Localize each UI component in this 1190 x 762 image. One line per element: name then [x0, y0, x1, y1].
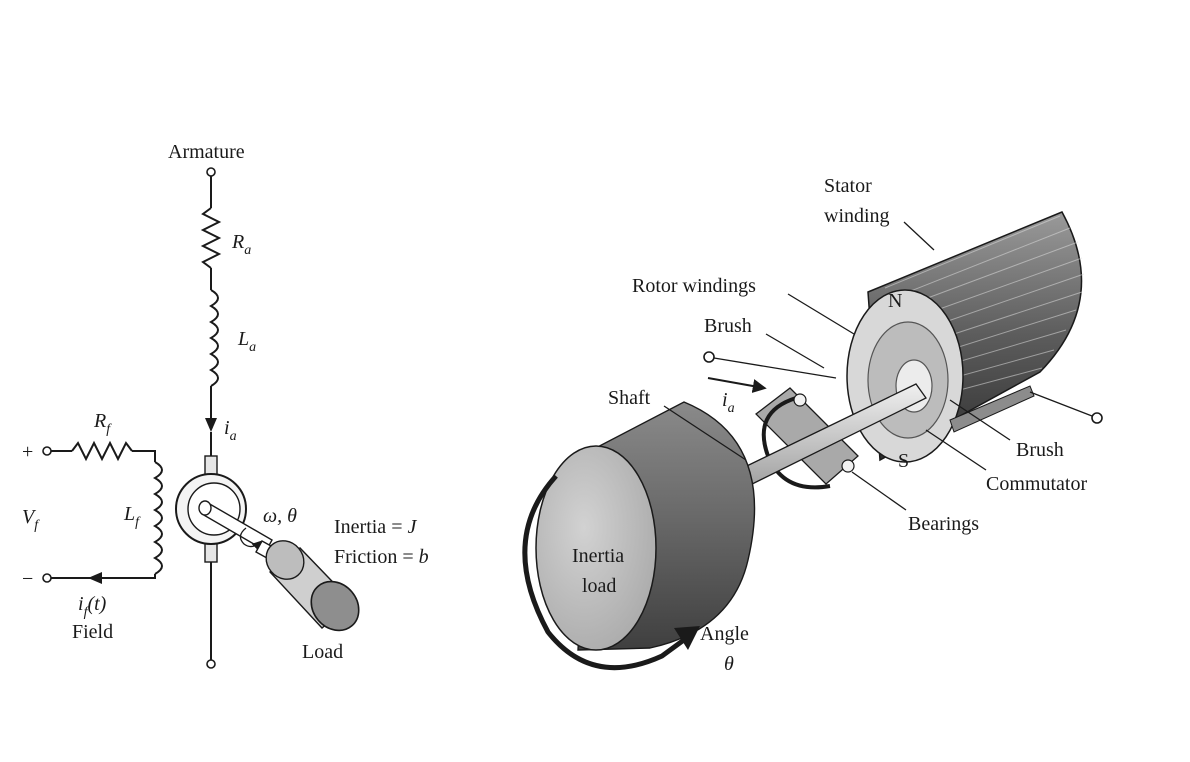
- stator-leader: [903, 221, 935, 251]
- shaft-label: Shaft: [608, 387, 651, 409]
- angle-rotation-arrow: [522, 474, 694, 671]
- load-cylinder: [255, 540, 360, 632]
- bearings-leader: [851, 471, 907, 511]
- terminal-right: [1091, 412, 1103, 424]
- bearing-plate: [755, 387, 859, 485]
- theta-label: θ: [724, 653, 734, 675]
- bearing-bolt-top: [793, 393, 807, 407]
- resistor-rf: [71, 440, 133, 462]
- field-wire-top-right: [132, 450, 156, 462]
- brush-plate-right: [949, 385, 1035, 433]
- inertia-label: Inertia = J: [334, 516, 417, 538]
- terminal-left-wire: [713, 357, 837, 379]
- inductor-lf: [152, 461, 163, 575]
- stator-label-line2: winding: [824, 205, 890, 227]
- inertia-load-line1: Inertia: [572, 545, 624, 567]
- stator: [846, 211, 1085, 463]
- ia-arrow: [205, 418, 217, 432]
- pole-n-label: N: [888, 290, 902, 312]
- pole-s-label: S: [898, 450, 909, 472]
- inductor-la: [208, 289, 219, 387]
- ia-label: ia: [224, 417, 237, 444]
- friction-label: Friction = b: [334, 546, 429, 568]
- if-arrow: [88, 572, 102, 584]
- brush-top-label: Brush: [704, 315, 752, 337]
- omega-theta-label: ω, θ: [263, 505, 297, 527]
- motor-illustration: N S Inertia load Angle θ ia: [522, 175, 1103, 675]
- rotor-leader: [787, 293, 855, 335]
- bearings-label: Bearings: [908, 513, 979, 535]
- bearing-bolt-bottom: [841, 459, 855, 473]
- commutator-leader: [925, 429, 987, 471]
- plus-sign: +: [22, 441, 33, 463]
- terminal-right-wire: [1029, 391, 1093, 417]
- shaft-leader: [663, 405, 747, 461]
- rotor-windings-label: Rotor windings: [632, 275, 756, 297]
- field-plus-terminal: [42, 446, 52, 456]
- armature-top-terminal: [206, 167, 216, 177]
- motor-symbol: [175, 455, 273, 563]
- field-minus-terminal: [42, 573, 52, 583]
- ia-motor-label: ia: [722, 389, 735, 416]
- motor-shaft-end: [198, 500, 212, 516]
- rotation-arrow: [239, 527, 262, 551]
- load-body-left: [265, 540, 305, 580]
- field-wire-bottom: [51, 574, 156, 579]
- rf-label: Rf: [93, 410, 112, 437]
- angle-arrow-head: [674, 626, 700, 650]
- brush-top-leader: [765, 333, 825, 369]
- minus-sign: −: [22, 568, 33, 590]
- ra-label: Ra: [231, 231, 251, 258]
- commutator-label: Commutator: [986, 473, 1087, 495]
- if-label: if(t): [78, 593, 107, 620]
- lf-label: Lf: [123, 503, 141, 530]
- inertia-load-face: [535, 445, 657, 651]
- inertia-load-line2: load: [582, 575, 616, 597]
- armature-bottom-terminal: [206, 659, 216, 669]
- load-label: Load: [302, 641, 343, 663]
- brush-right-label: Brush: [1016, 439, 1064, 461]
- vf-label: Vf: [22, 506, 40, 533]
- circuit-schematic: Armature Ra La ia ω, θ: [22, 141, 429, 669]
- inertia-load: [535, 401, 756, 651]
- resistor-ra: [200, 207, 222, 269]
- field-label: Field: [72, 621, 113, 643]
- load-face: [310, 580, 360, 632]
- stator-label-line1: Stator: [824, 175, 872, 197]
- terminal-left: [703, 351, 715, 363]
- ia-arrow-motor: [707, 377, 767, 393]
- la-label: La: [237, 328, 256, 355]
- angle-label: Angle: [700, 623, 749, 645]
- armature-label: Armature: [168, 141, 245, 163]
- brush-right-leader: [949, 399, 1011, 441]
